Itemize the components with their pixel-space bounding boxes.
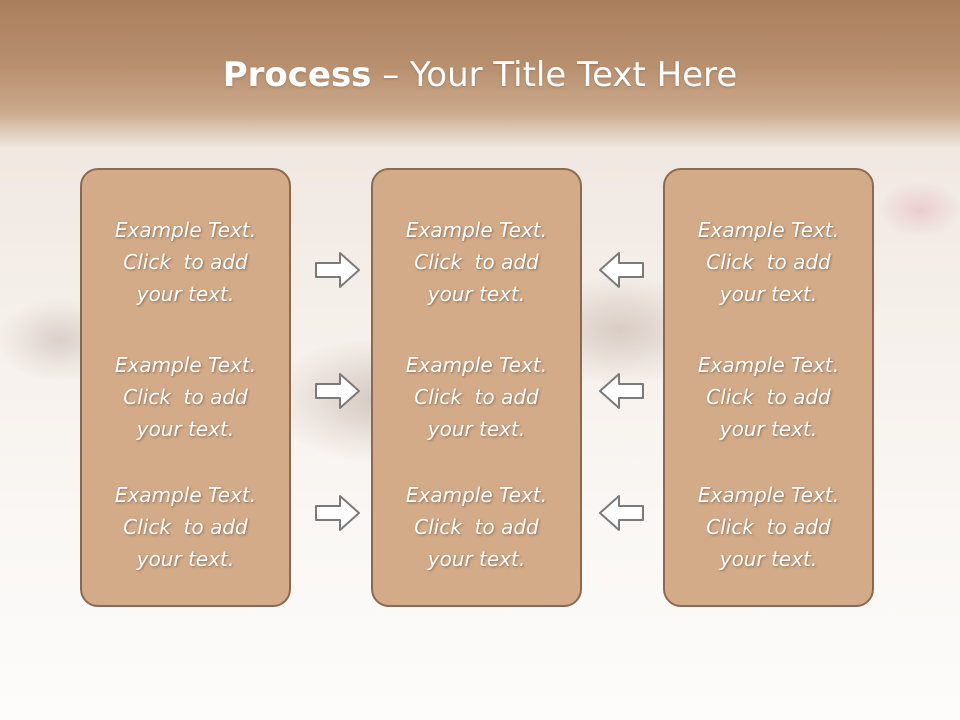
text-line: Example Text. bbox=[405, 483, 548, 507]
text-block[interactable]: Example Text. Click to add your text. bbox=[665, 349, 872, 445]
left-arrow-icon bbox=[597, 250, 645, 290]
text-line: Example Text. bbox=[114, 483, 257, 507]
text-line: Click to add bbox=[706, 250, 831, 274]
text-line: your text. bbox=[427, 282, 526, 306]
right-arrow-icon bbox=[314, 250, 362, 290]
text-line: Click to add bbox=[123, 515, 248, 539]
text-line: Click to add bbox=[123, 385, 248, 409]
text-line: Example Text. bbox=[114, 353, 257, 377]
text-line: your text. bbox=[427, 417, 526, 441]
text-block[interactable]: Example Text. Click to add your text. bbox=[82, 214, 289, 310]
text-line: Example Text. bbox=[697, 218, 840, 242]
text-block[interactable]: Example Text. Click to add your text. bbox=[82, 479, 289, 575]
text-block[interactable]: Example Text. Click to add your text. bbox=[82, 349, 289, 445]
text-line: Example Text. bbox=[697, 483, 840, 507]
text-line: Click to add bbox=[414, 250, 539, 274]
title-rest: – Your Title Text Here bbox=[371, 55, 738, 95]
text-line: Example Text. bbox=[697, 353, 840, 377]
text-line: Example Text. bbox=[114, 218, 257, 242]
text-line: your text. bbox=[136, 547, 235, 571]
text-line: Click to add bbox=[706, 515, 831, 539]
text-line: Click to add bbox=[706, 385, 831, 409]
slide-title[interactable]: Process – Your Title Text Here bbox=[0, 52, 960, 98]
left-arrow-icon bbox=[597, 371, 645, 411]
text-line: your text. bbox=[136, 282, 235, 306]
text-line: Click to add bbox=[123, 250, 248, 274]
process-box-right[interactable]: Example Text. Click to add your text. Ex… bbox=[663, 168, 874, 607]
text-line: your text. bbox=[136, 417, 235, 441]
process-box-left[interactable]: Example Text. Click to add your text. Ex… bbox=[80, 168, 291, 607]
process-box-center[interactable]: Example Text. Click to add your text. Ex… bbox=[371, 168, 582, 607]
title-bold: Process bbox=[222, 55, 372, 95]
text-line: Example Text. bbox=[405, 353, 548, 377]
right-arrow-icon bbox=[314, 493, 362, 533]
text-line: your text. bbox=[427, 547, 526, 571]
text-block[interactable]: Example Text. Click to add your text. bbox=[665, 479, 872, 575]
text-line: Example Text. bbox=[405, 218, 548, 242]
title-banner bbox=[0, 0, 960, 148]
text-block[interactable]: Example Text. Click to add your text. bbox=[373, 479, 580, 575]
text-line: your text. bbox=[719, 547, 818, 571]
text-line: Click to add bbox=[414, 385, 539, 409]
text-line: your text. bbox=[719, 282, 818, 306]
left-arrow-icon bbox=[597, 493, 645, 533]
text-line: Click to add bbox=[414, 515, 539, 539]
text-line: your text. bbox=[719, 417, 818, 441]
text-block[interactable]: Example Text. Click to add your text. bbox=[373, 214, 580, 310]
right-arrow-icon bbox=[314, 371, 362, 411]
text-block[interactable]: Example Text. Click to add your text. bbox=[373, 349, 580, 445]
text-block[interactable]: Example Text. Click to add your text. bbox=[665, 214, 872, 310]
